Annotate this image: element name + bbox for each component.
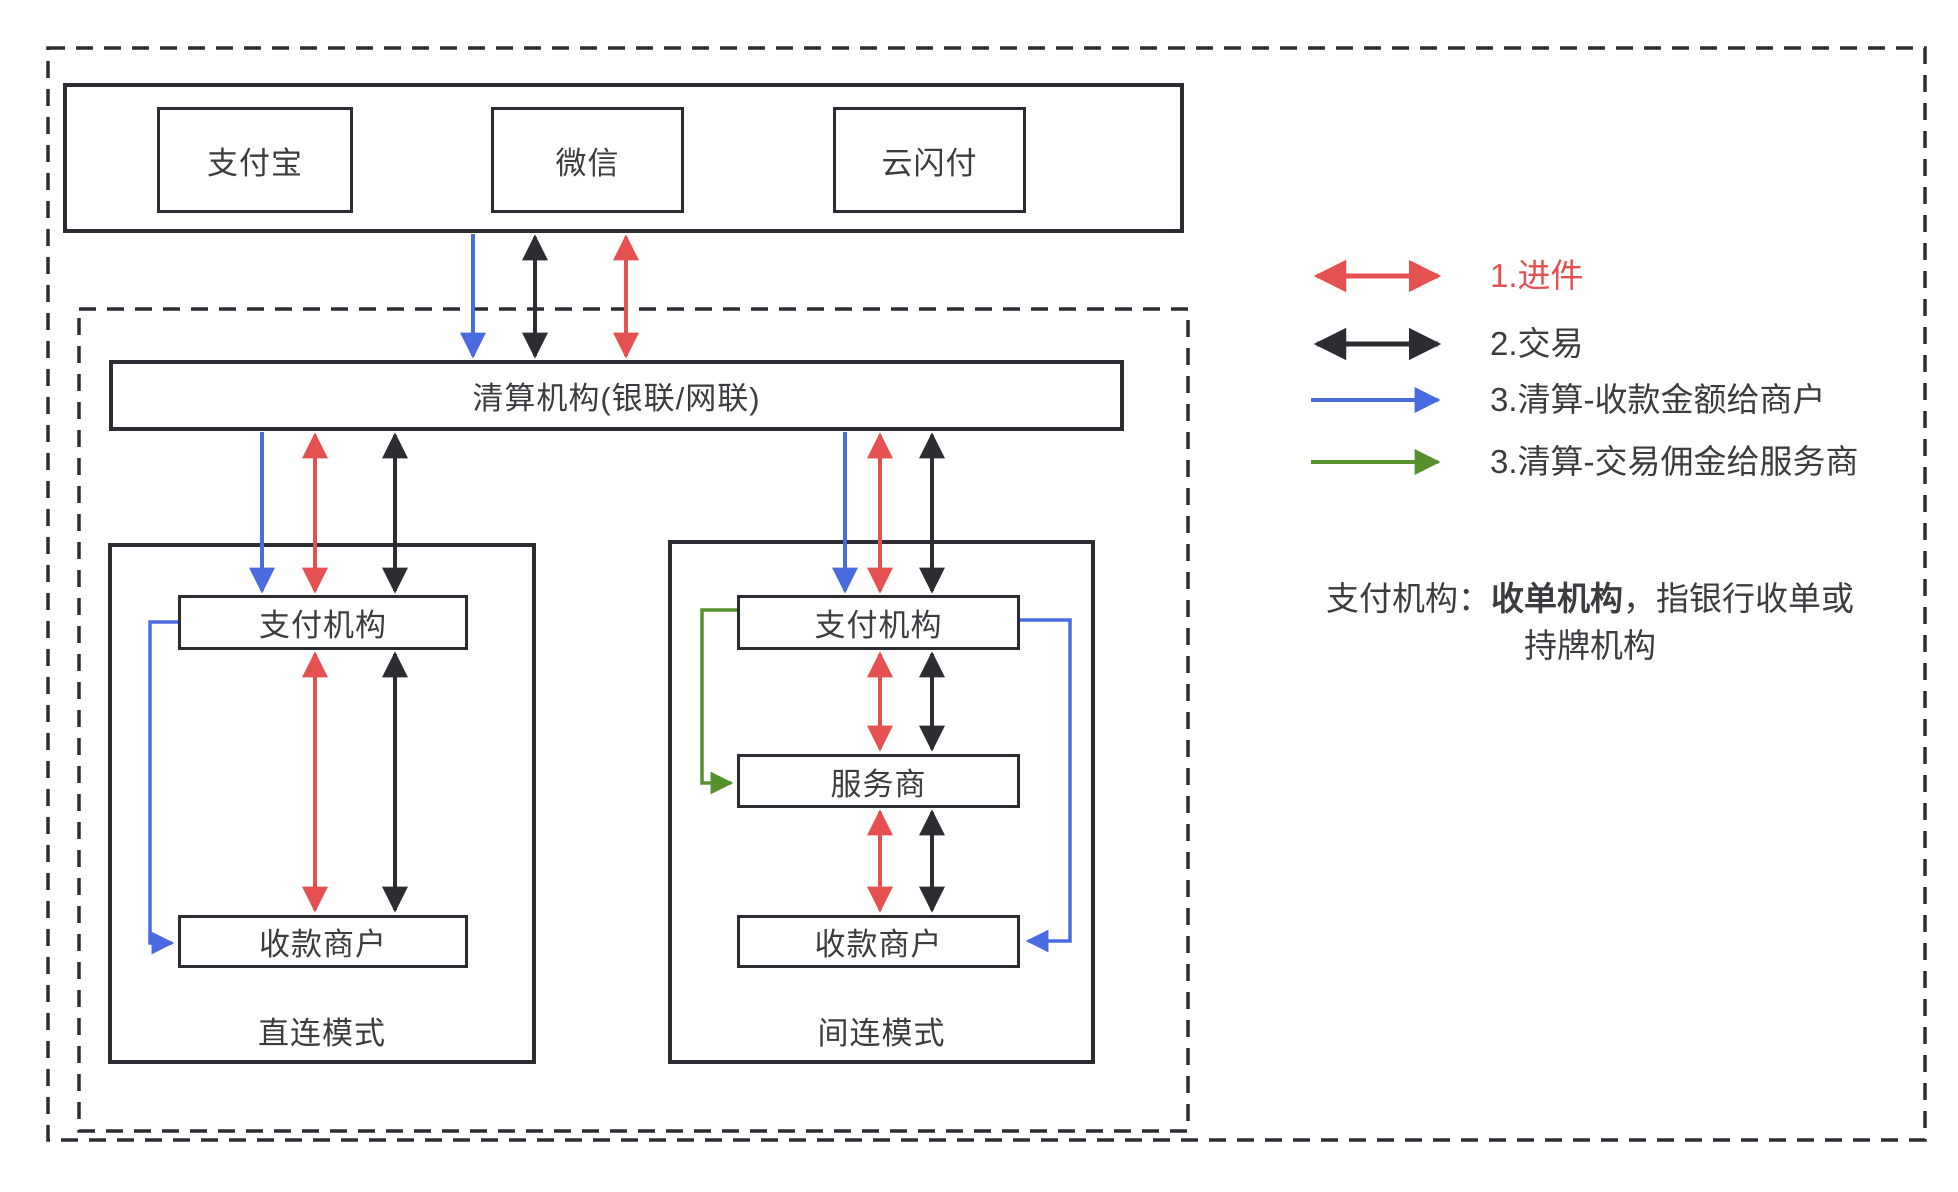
note-prefix: 支付机构： xyxy=(1326,580,1491,617)
node-clearing-org: 清算机构(银联/网联) xyxy=(109,360,1124,431)
node-indirect-payment-org-label: 支付机构 xyxy=(814,608,943,643)
node-wechat: 微信 xyxy=(491,107,684,213)
indirect-mode-caption: 间连模式 xyxy=(817,1016,946,1051)
legend-label-onboarding: 1.进件 xyxy=(1490,257,1584,294)
node-alipay-label: 支付宝 xyxy=(207,145,303,181)
node-service-provider: 服务商 xyxy=(737,754,1020,808)
node-direct-payment-org-label: 支付机构 xyxy=(259,608,387,643)
node-indirect-payment-org: 支付机构 xyxy=(737,595,1020,650)
note-bold-acquirer: 收单机构 xyxy=(1491,580,1623,617)
note-line2: 持牌机构 xyxy=(1524,627,1656,664)
node-wechat-label: 微信 xyxy=(555,145,620,181)
node-unionpay-quickpass: 云闪付 xyxy=(833,107,1026,213)
legend-label-settlement-merchant: 3.清算-收款金额给商户 xyxy=(1490,381,1826,418)
node-alipay: 支付宝 xyxy=(157,107,353,213)
node-service-provider-label: 服务商 xyxy=(830,766,927,802)
node-direct-merchant: 收款商户 xyxy=(178,915,468,968)
node-indirect-merchant-label: 收款商户 xyxy=(814,927,943,962)
payment-org-note: 支付机构：收单机构，指银行收单或 持牌机构 xyxy=(1245,575,1935,669)
node-clearing-org-label: 清算机构(银联/网联) xyxy=(472,381,761,416)
node-indirect-merchant: 收款商户 xyxy=(737,915,1020,968)
node-direct-payment-org: 支付机构 xyxy=(178,595,468,650)
node-unionpay-quickpass-label: 云闪付 xyxy=(881,145,978,181)
node-direct-merchant-label: 收款商户 xyxy=(259,927,387,962)
legend-label-transaction: 2.交易 xyxy=(1490,325,1584,362)
direct-mode-caption: 直连模式 xyxy=(258,1016,386,1051)
legend-label-settlement-service-provider: 3.清算-交易佣金给服务商 xyxy=(1490,443,1859,480)
note-suffix: ，指银行收单或 xyxy=(1623,580,1854,617)
